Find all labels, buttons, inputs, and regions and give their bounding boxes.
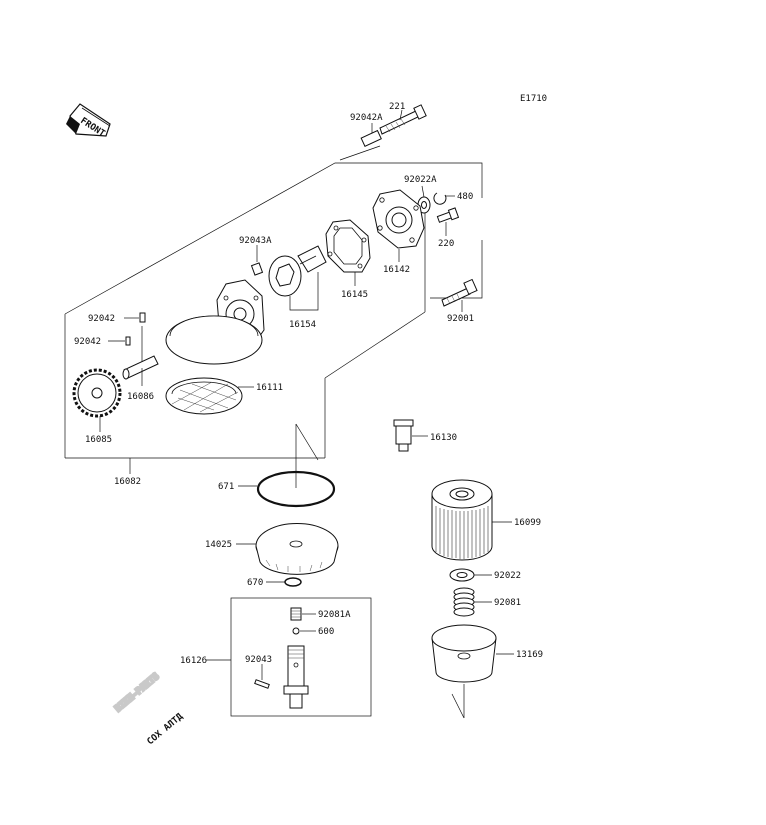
watermark: BIKE-PARTS xyxy=(112,671,162,716)
label-670: 670 xyxy=(247,578,263,588)
label-13169: 13169 xyxy=(516,650,543,660)
label-16111: 16111 xyxy=(256,383,283,393)
label-92043: 92043 xyxy=(245,655,272,665)
bracket-diag xyxy=(324,311,426,379)
label-480: 480 xyxy=(457,192,473,202)
part-16142-cover xyxy=(372,189,425,249)
assembly-bracket-16082 xyxy=(64,162,483,315)
label-92042A: 92042A xyxy=(350,113,383,123)
part-16145-gasket xyxy=(325,219,371,273)
part-14025-cover xyxy=(255,522,339,575)
label-92022: 92022 xyxy=(494,571,521,581)
part-670-oring xyxy=(284,577,302,587)
label-16085: 16085 xyxy=(85,435,112,445)
front-arrow-icon xyxy=(66,103,111,137)
label-16145: 16145 xyxy=(341,290,368,300)
label-221: 221 xyxy=(389,102,405,112)
label-92081: 92081 xyxy=(494,598,521,608)
label-92042-upper: 92042 xyxy=(88,314,115,324)
part-92042-dowel-lower xyxy=(125,336,131,346)
part-16086-shaft xyxy=(122,355,159,380)
label-600: 600 xyxy=(318,627,334,637)
part-16085-gear xyxy=(72,368,122,418)
part-480-circlip xyxy=(433,192,447,205)
part-16111-screen xyxy=(165,377,243,415)
part-92001-bolt xyxy=(441,278,478,307)
part-92081-spring xyxy=(453,587,475,617)
part-600-ball xyxy=(292,627,300,635)
label-92022A: 92022A xyxy=(404,175,437,185)
label-16099: 16099 xyxy=(514,518,541,528)
watermark-subtext: COX АЛТД xyxy=(146,711,186,747)
label-16086: 16086 xyxy=(127,392,154,402)
part-13169-cover xyxy=(431,624,497,683)
label-16082: 16082 xyxy=(114,477,141,487)
label-671: 671 xyxy=(218,482,234,492)
part-92042-dowel-upper xyxy=(139,312,146,323)
part-92043-pin xyxy=(254,679,270,689)
part-92081A-spring xyxy=(290,607,302,621)
watermark-sub-group: COX АЛТД xyxy=(146,711,186,747)
diagram-code: E1710 xyxy=(520,94,547,104)
label-16154: 16154 xyxy=(289,320,316,330)
bracket-top xyxy=(339,145,381,161)
part-16154-rotors xyxy=(268,245,327,297)
part-671-oring xyxy=(256,470,336,508)
part-220-screw xyxy=(436,207,460,223)
label-16142: 16142 xyxy=(383,265,410,275)
label-92001: 92001 xyxy=(447,314,474,324)
part-valve-body xyxy=(283,645,309,709)
box-16126 xyxy=(230,597,372,717)
part-221-bolt xyxy=(379,104,427,135)
part-16130-relief-valve xyxy=(393,419,414,452)
label-92081A: 92081A xyxy=(318,610,351,620)
watermark-text: BIKE-PARTS xyxy=(114,672,162,714)
label-16126: 16126 xyxy=(180,656,207,666)
label-14025: 14025 xyxy=(205,540,232,550)
label-220: 220 xyxy=(438,239,454,249)
part-pump-disc xyxy=(165,315,263,365)
part-92043A-pin xyxy=(250,262,264,276)
label-92042-lower: 92042 xyxy=(74,337,101,347)
part-92042A-dowel xyxy=(360,129,382,147)
label-16130: 16130 xyxy=(430,433,457,443)
part-16099-filter xyxy=(431,479,493,561)
part-92022-washer xyxy=(449,568,475,582)
label-92043A: 92043A xyxy=(239,236,272,246)
